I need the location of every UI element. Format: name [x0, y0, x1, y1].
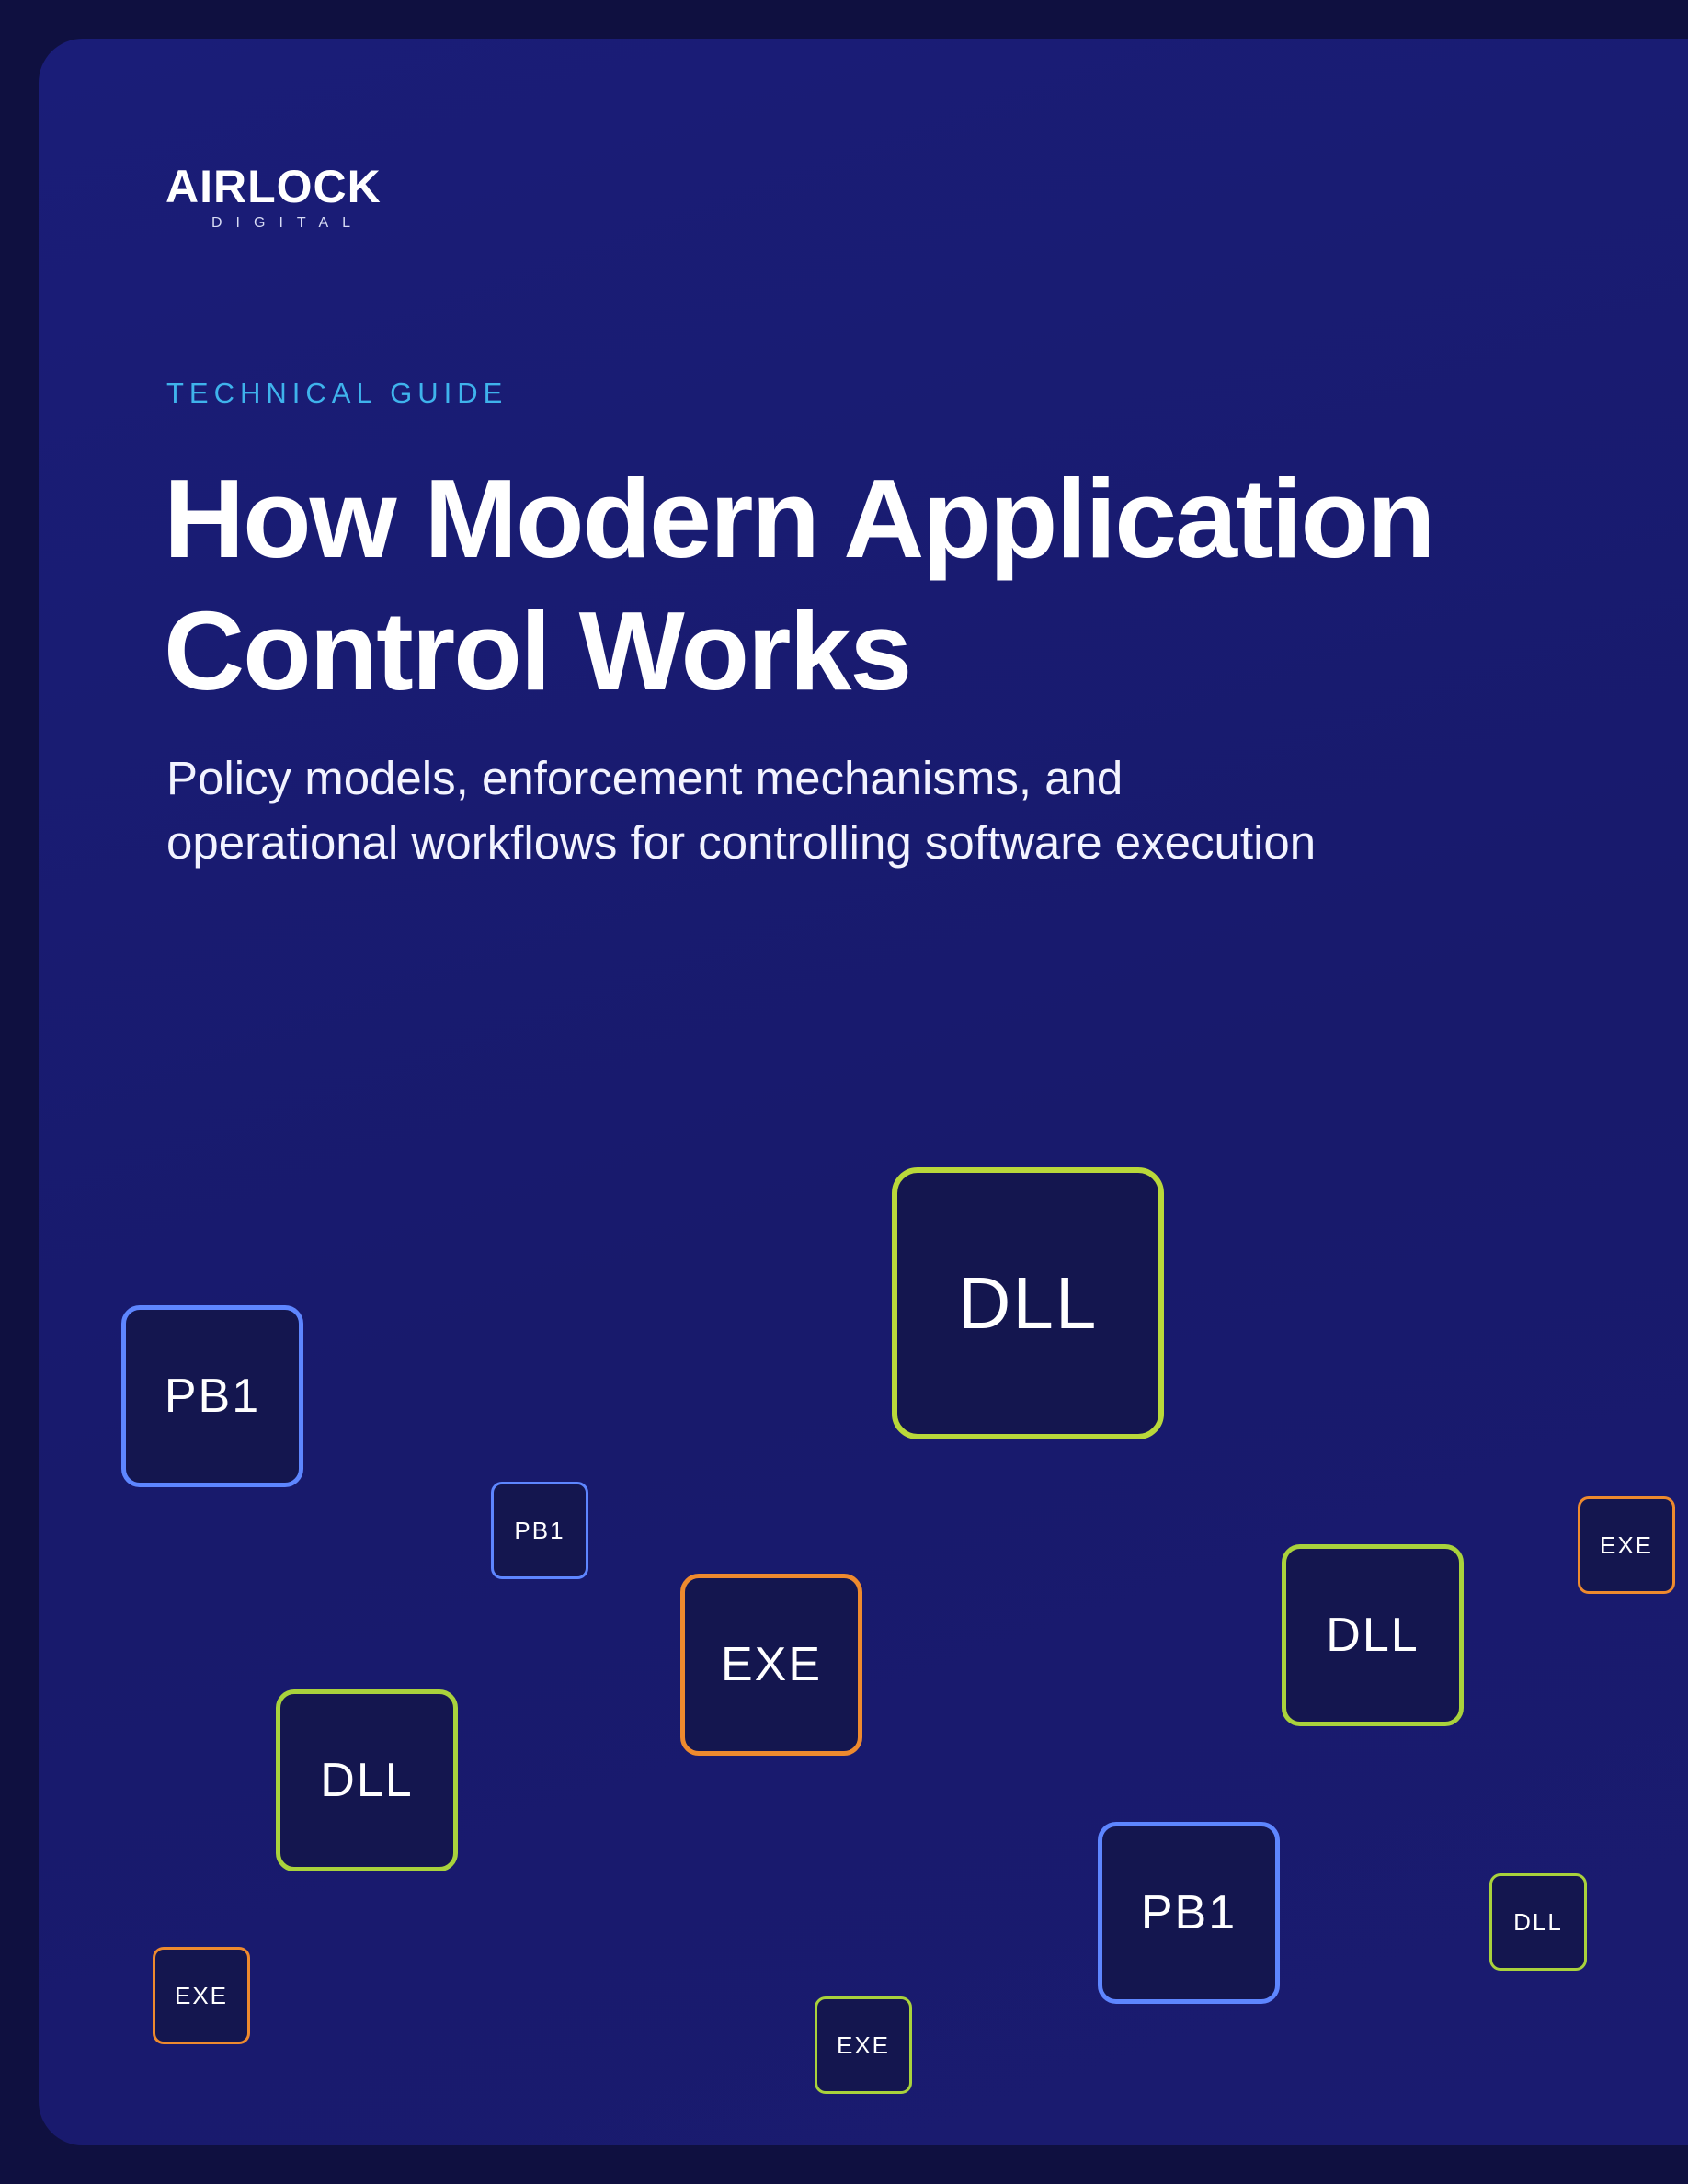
tile-label: EXE: [836, 2030, 891, 2059]
file-tile-exe: EXE: [680, 1574, 862, 1756]
tile-label: DLL: [1513, 1907, 1563, 1936]
page-subtitle: Policy models, enforcement mechanisms, a…: [166, 746, 1545, 875]
tile-label: EXE: [174, 1981, 229, 2009]
tile-label: EXE: [720, 1638, 823, 1691]
tile-label: DLL: [957, 1262, 1099, 1344]
file-tile-dll-small: DLL: [1489, 1873, 1587, 1971]
eyebrow-label: TECHNICAL GUIDE: [166, 377, 508, 409]
file-tile-dll: DLL: [276, 1689, 458, 1871]
file-tile-dll: DLL: [1282, 1544, 1464, 1726]
file-tile-exe-small: EXE: [815, 1996, 912, 2094]
title-line-1: How Modern Application: [164, 456, 1436, 581]
file-tile-exe-small: EXE: [153, 1947, 250, 2044]
tile-label: EXE: [1599, 1530, 1654, 1559]
subtitle-line-1: Policy models, enforcement mechanisms, a…: [166, 752, 1123, 804]
page-title: How Modern Application Control Works: [164, 452, 1653, 717]
tile-label: PB1: [1140, 1886, 1237, 1939]
tile-label: PB1: [164, 1370, 261, 1423]
logo-subtitle: DIGITAL: [211, 215, 365, 231]
file-tile-pb1: PB1: [121, 1305, 303, 1487]
file-tile-dll-large: DLL: [892, 1167, 1164, 1439]
file-tile-exe-small: EXE: [1578, 1496, 1675, 1594]
file-tile-pb1: PB1: [1098, 1822, 1280, 2004]
airlock-digital-logo: AIRLOCK DIGITAL: [165, 164, 386, 232]
logo-wordmark: AIRLOCK: [165, 161, 382, 212]
cover-card: AIRLOCK DIGITAL TECHNICAL GUIDE How Mode…: [39, 39, 1688, 2145]
file-tile-pb1-small: PB1: [491, 1482, 588, 1579]
subtitle-line-2: operational workflows for controlling so…: [166, 816, 1317, 869]
tile-label: PB1: [514, 1516, 565, 1544]
tile-label: DLL: [320, 1754, 414, 1807]
tile-label: DLL: [1326, 1609, 1420, 1662]
title-line-2: Control Works: [164, 588, 912, 713]
